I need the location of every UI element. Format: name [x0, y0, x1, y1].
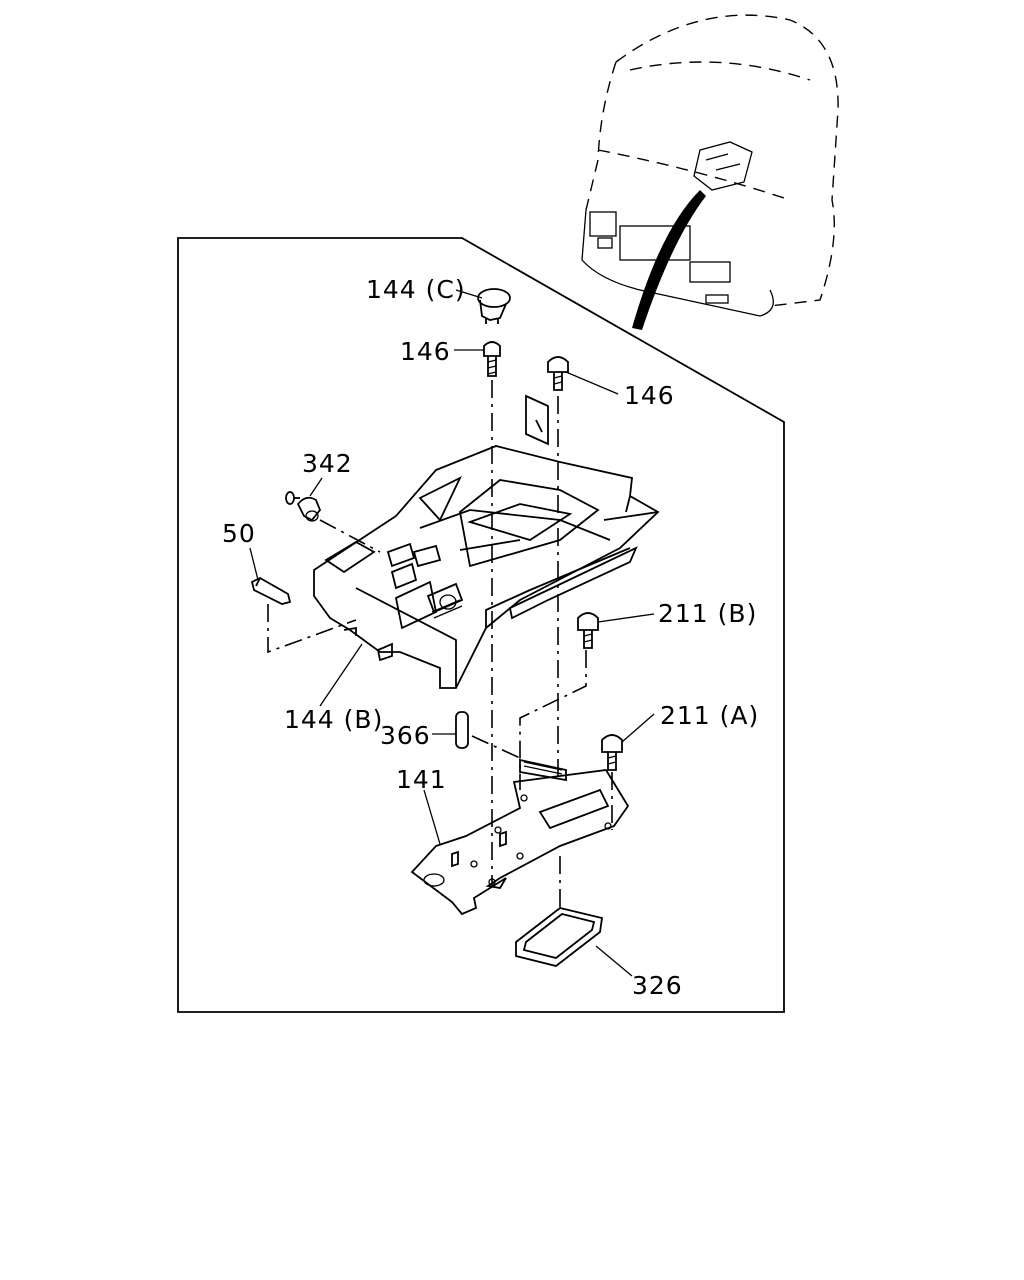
label-366: 366 — [380, 721, 431, 750]
label-144b: 144 (B) — [284, 705, 383, 734]
bolt-211a — [601, 734, 623, 771]
label-141: 141 — [396, 765, 447, 794]
seal-326 — [515, 907, 604, 967]
center-console — [313, 394, 660, 689]
label-146-right: 146 — [624, 381, 675, 410]
label-50: 50 — [222, 519, 256, 548]
bolt-146-left — [483, 341, 501, 377]
assembly-centerlines — [267, 380, 613, 910]
cover-50 — [250, 576, 292, 605]
label-326: 326 — [632, 971, 683, 1000]
detail-frame — [177, 237, 785, 1013]
label-211b: 211 (B) — [658, 599, 757, 628]
spacer-366 — [455, 711, 469, 749]
label-211a: 211 (A) — [660, 701, 759, 730]
label-144c: 144 (C) — [366, 275, 466, 304]
bolt-211b — [577, 612, 599, 649]
bolt-146-right — [547, 356, 569, 391]
label-146-left: 146 — [400, 337, 451, 366]
cap-144c — [477, 288, 511, 324]
truck-cab-overview — [581, 14, 839, 330]
leader-lines — [249, 289, 655, 977]
label-342: 342 — [302, 449, 353, 478]
bracket-141 — [410, 758, 630, 916]
clip-342 — [285, 491, 322, 522]
